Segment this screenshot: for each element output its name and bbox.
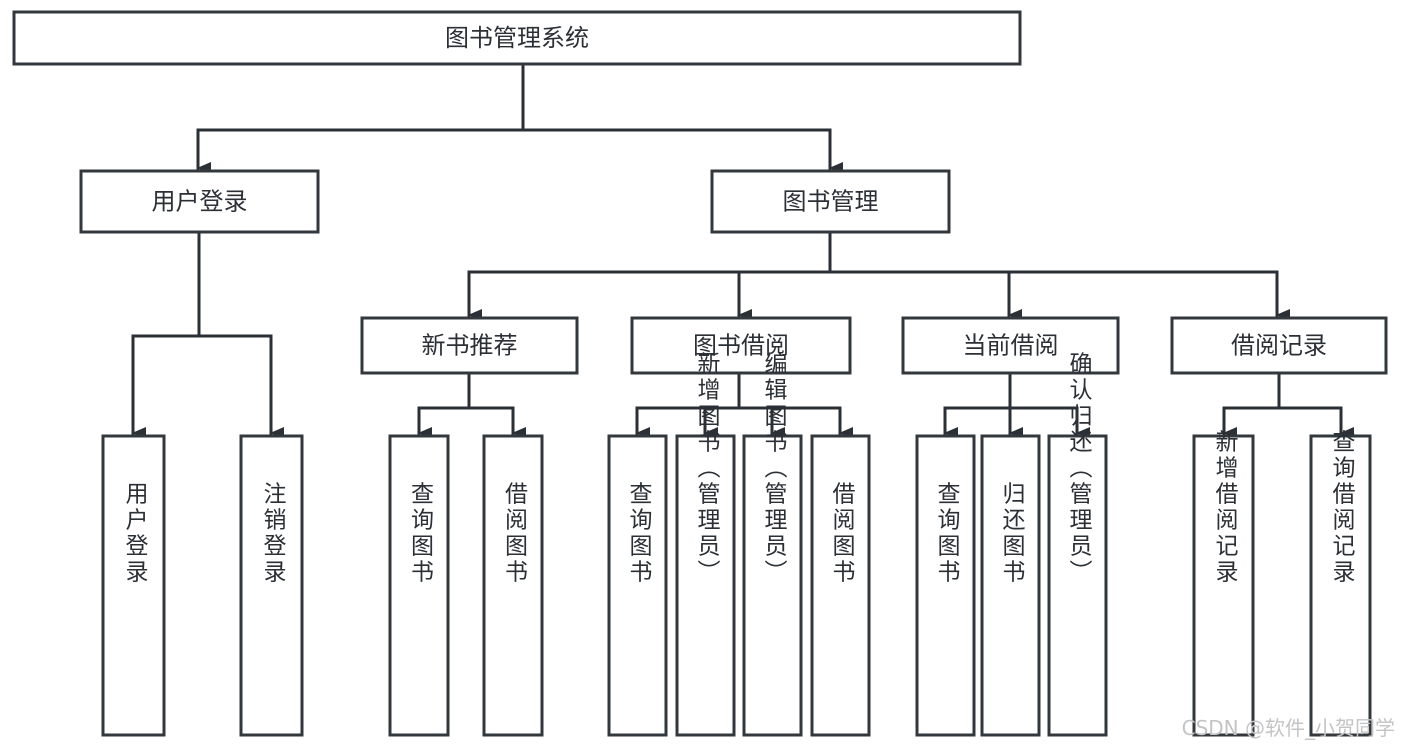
leaf-edit-book-admin-rect[interactable] <box>742 434 803 737</box>
node-user-login-label: 用户登录 <box>152 188 248 216</box>
leaf-user-logout-leaf[interactable]: 注销登录 <box>239 434 304 737</box>
leaf-borrow-book-1[interactable]: 借阅图书 <box>482 434 544 737</box>
leaf-add-book-admin-rect[interactable] <box>675 434 736 737</box>
leaf-confirm-return-admin[interactable]: 确认归还（管理员） <box>1047 352 1108 737</box>
leaf-add-book-admin[interactable]: 新增图书（管理员） <box>675 352 736 737</box>
leaf-query-borrow-record-rect[interactable] <box>1309 434 1372 737</box>
leaf-return-book-label: 归还图书 <box>998 482 1026 586</box>
leaf-borrow-book-1-label: 借阅图书 <box>501 482 529 586</box>
node-book-management[interactable]: 图书管理 <box>710 169 951 234</box>
leaf-query-book-3[interactable]: 查询图书 <box>915 434 976 737</box>
leaf-edit-book-admin-label: 编辑图书（管理员） <box>760 352 788 586</box>
leaf-query-book-3-label: 查询图书 <box>933 482 961 586</box>
node-borrow-records-label: 借阅记录 <box>1231 332 1327 360</box>
leaf-confirm-return-admin-label: 确认归还（管理员） <box>1065 352 1093 586</box>
node-borrow-records[interactable]: 借阅记录 <box>1170 316 1388 375</box>
leaf-query-borrow-record[interactable]: 查询借阅记录 <box>1309 430 1372 737</box>
node-borrow-records-rect[interactable] <box>1170 316 1388 375</box>
leaf-query-borrow-record-label: 查询借阅记录 <box>1328 430 1356 586</box>
leaf-query-book-1-rect[interactable] <box>388 434 450 737</box>
node-user-login-rect[interactable] <box>79 169 320 234</box>
leaf-query-book-2-label: 查询图书 <box>625 482 653 586</box>
leaf-edit-book-admin[interactable]: 编辑图书（管理员） <box>742 352 803 737</box>
node-book-borrow-rect[interactable] <box>630 316 852 375</box>
node-root-rect[interactable] <box>12 10 1022 66</box>
leaf-return-book[interactable]: 归还图书 <box>980 434 1041 737</box>
leaf-borrow-book-2[interactable]: 借阅图书 <box>810 434 871 737</box>
leaf-add-borrow-record[interactable]: 新增借阅记录 <box>1192 430 1255 737</box>
leaf-user-login-leaf[interactable]: 用户登录 <box>101 434 166 737</box>
leaf-query-book-1[interactable]: 查询图书 <box>388 434 450 737</box>
node-root-label: 图书管理系统 <box>445 24 589 52</box>
leaf-user-login-leaf-rect[interactable] <box>101 434 166 737</box>
leaf-query-book-1-label: 查询图书 <box>407 482 435 586</box>
node-current-borrow-rect[interactable] <box>901 316 1120 375</box>
leaf-user-logout-leaf-rect[interactable] <box>239 434 304 737</box>
node-book-management-label: 图书管理 <box>783 188 879 216</box>
node-book-borrow[interactable]: 图书借阅 <box>630 316 852 375</box>
leaf-query-book-2-rect[interactable] <box>607 434 668 737</box>
node-current-borrow[interactable]: 当前借阅 <box>901 316 1120 375</box>
node-new-book-recommend[interactable]: 新书推荐 <box>360 316 579 375</box>
node-new-book-recommend-rect[interactable] <box>360 316 579 375</box>
watermark-text: CSDN @软件_小贺同学 <box>1181 716 1395 740</box>
node-book-management-rect[interactable] <box>710 169 951 234</box>
leaf-add-book-admin-label: 新增图书（管理员） <box>693 352 721 586</box>
leaf-query-book-3-rect[interactable] <box>915 434 976 737</box>
leaf-add-borrow-record-rect[interactable] <box>1192 434 1255 737</box>
leaf-user-logout-leaf-label: 注销登录 <box>259 482 287 586</box>
node-layer: 图书管理系统用户登录用户登录注销登录图书管理新书推荐查询图书借阅图书图书借阅查询… <box>12 10 1388 737</box>
leaf-borrow-book-1-rect[interactable] <box>482 434 544 737</box>
leaf-add-borrow-record-label: 新增借阅记录 <box>1211 430 1239 586</box>
leaf-borrow-book-2-label: 借阅图书 <box>828 482 856 586</box>
node-book-borrow-label: 图书借阅 <box>693 332 789 360</box>
leaf-confirm-return-admin-rect[interactable] <box>1047 434 1108 737</box>
connector-layer <box>131 62 1354 439</box>
node-user-login[interactable]: 用户登录 <box>79 169 320 234</box>
node-root[interactable]: 图书管理系统 <box>12 10 1022 66</box>
leaf-return-book-rect[interactable] <box>980 434 1041 737</box>
node-new-book-recommend-label: 新书推荐 <box>422 332 518 360</box>
leaf-borrow-book-2-rect[interactable] <box>810 434 871 737</box>
node-current-borrow-label: 当前借阅 <box>963 332 1059 360</box>
leaf-query-book-2[interactable]: 查询图书 <box>607 434 668 737</box>
leaf-user-login-leaf-label: 用户登录 <box>121 482 149 586</box>
